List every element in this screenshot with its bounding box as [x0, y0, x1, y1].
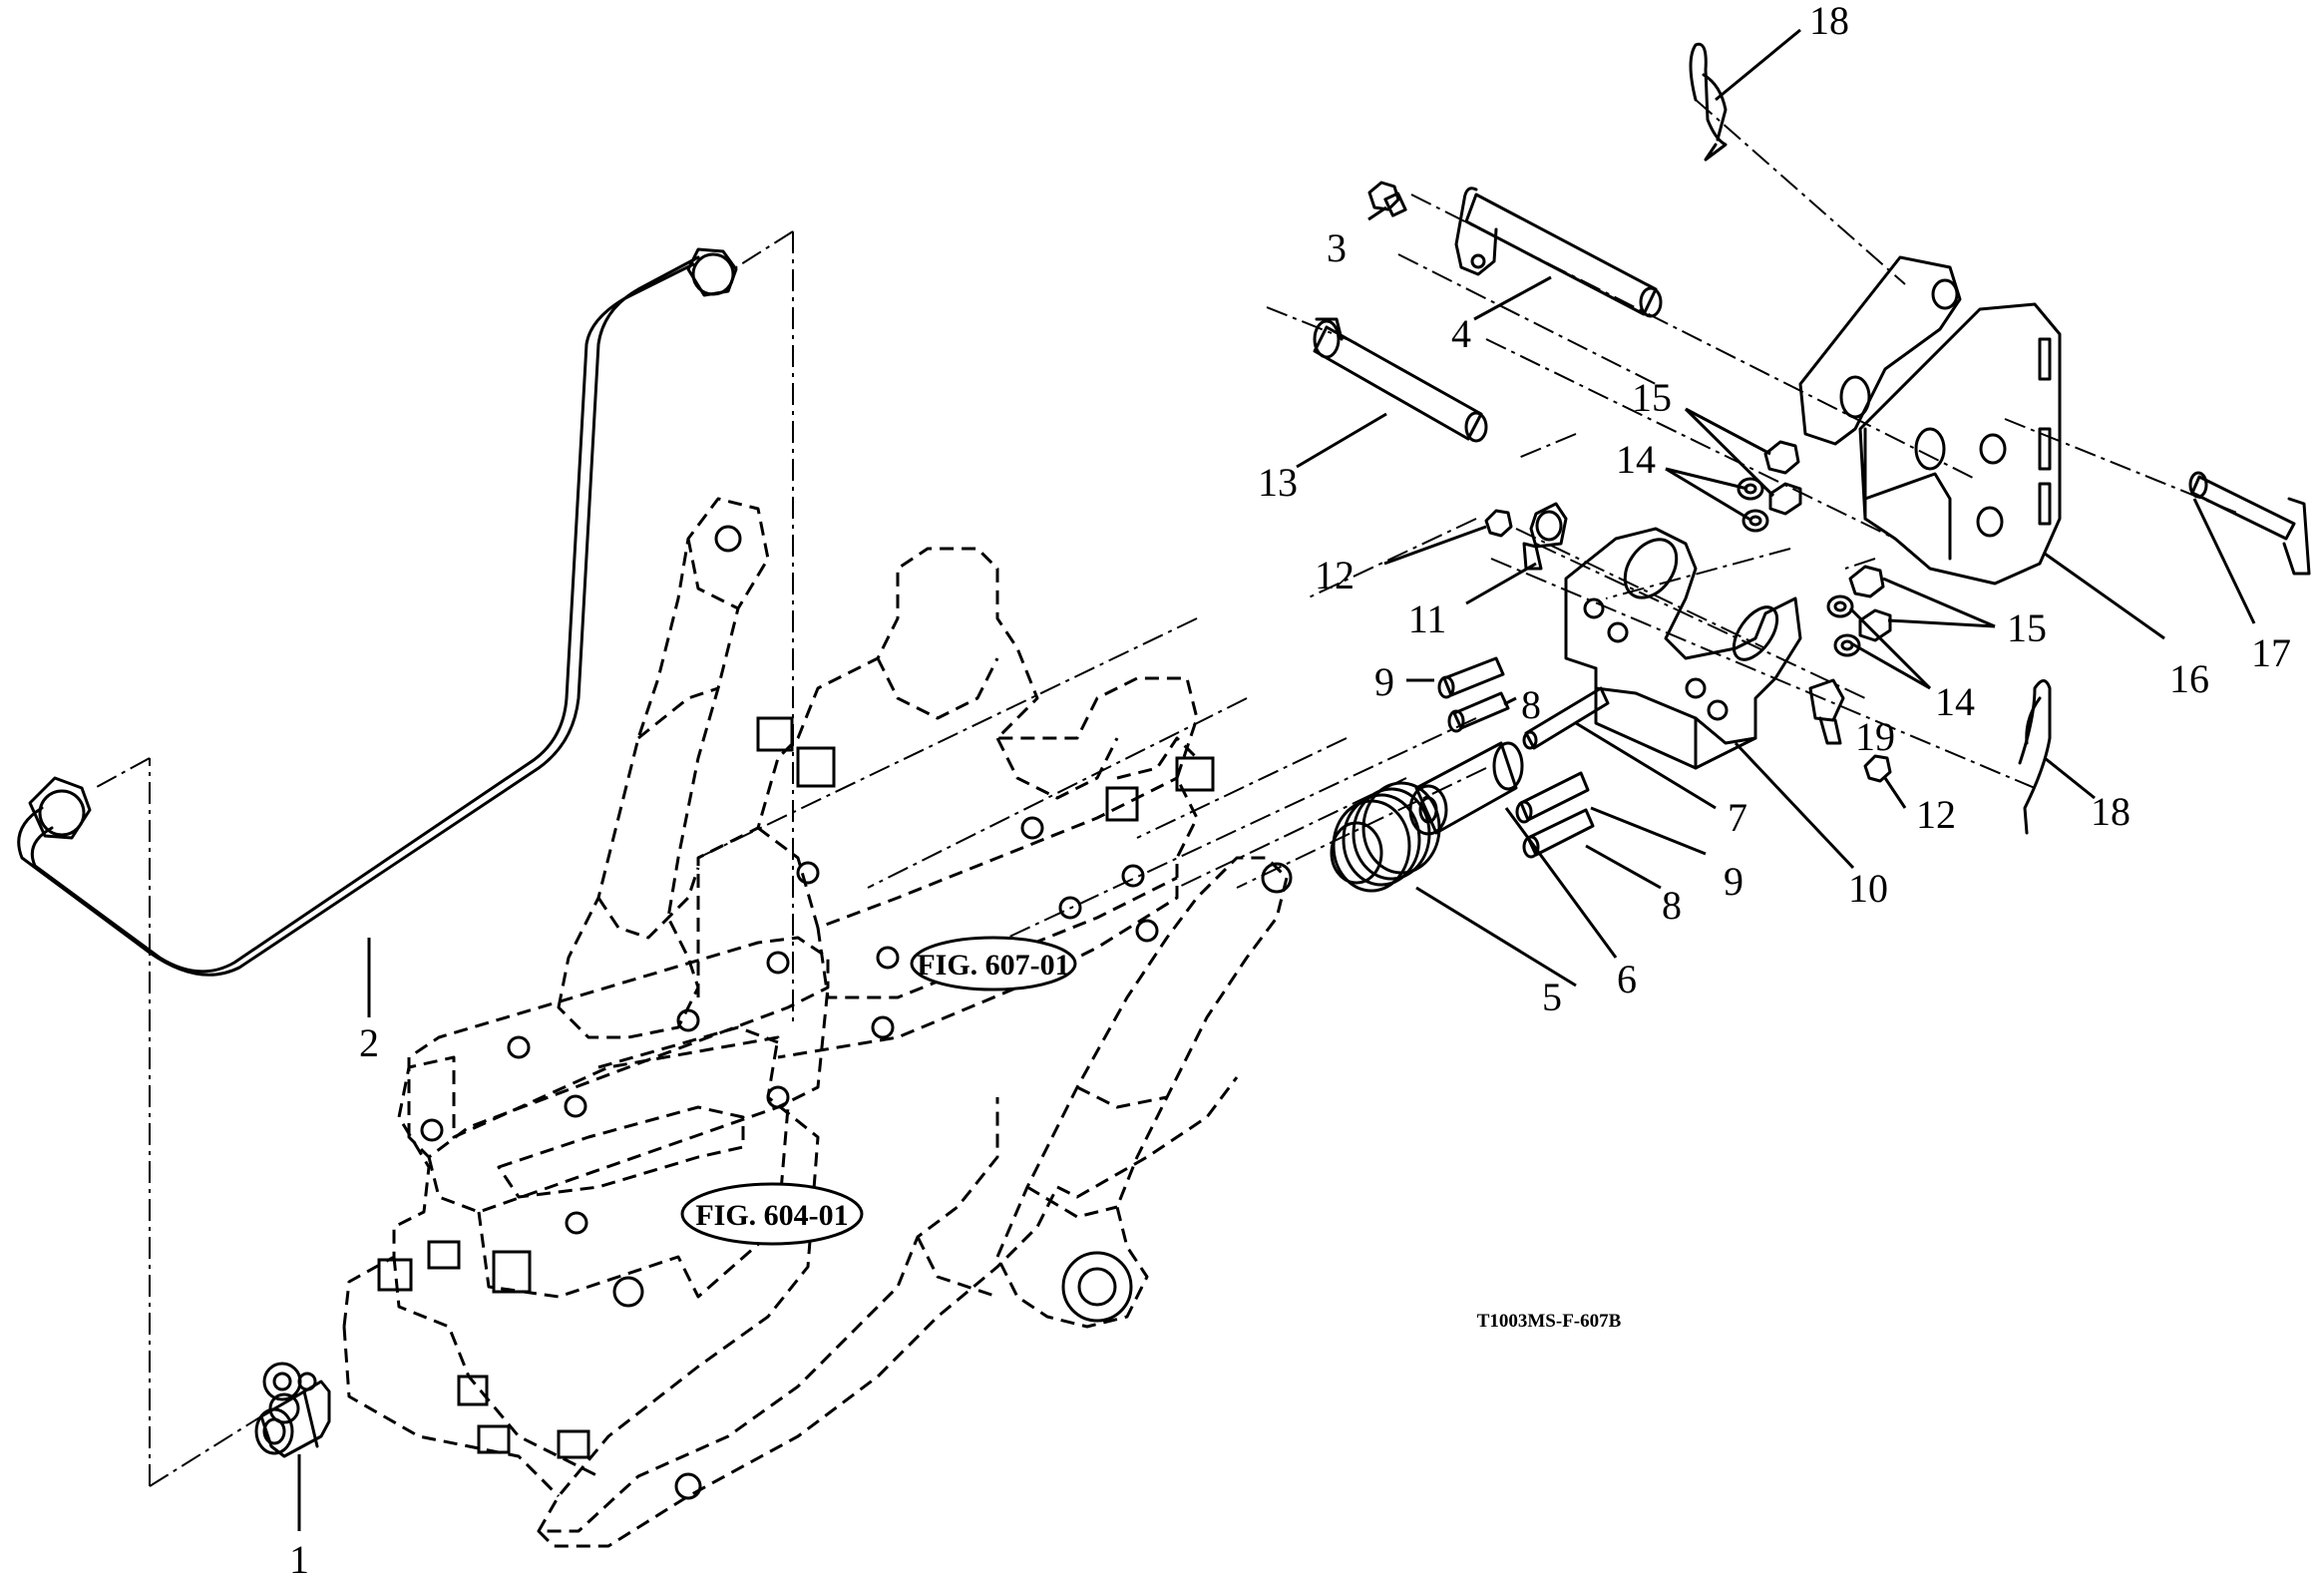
callout-3: 3 [1327, 225, 1347, 270]
callout-14-upper: 14 [1616, 437, 1656, 482]
callout-leader-lines [297, 28, 2256, 1531]
callout-14-lower: 14 [1935, 679, 1975, 724]
callout-17: 17 [2251, 630, 2291, 675]
assembly-centerlines [94, 99, 2240, 1487]
part-3-bolt [1367, 181, 1407, 217]
callout-15-upper: 15 [1632, 375, 1672, 420]
part-19-clip [1808, 678, 1845, 745]
part-8-bushing-lower [1522, 808, 1595, 859]
reference-fig-607-01-label: FIG. 607-01 [917, 949, 1069, 982]
callout-1: 1 [289, 1537, 309, 1580]
callout-8-upper: 8 [1521, 682, 1541, 727]
callout-15-lower: 15 [2007, 605, 2047, 650]
callout-18-upper: 18 [1809, 0, 1849, 43]
callout-19: 19 [1855, 714, 1895, 759]
part-18-r-clip-upper [1689, 42, 1728, 162]
part-4-pin [1454, 187, 1663, 318]
part-14-15-washers-nuts-lower [1826, 565, 1892, 657]
callout-12-left: 12 [1315, 553, 1355, 597]
callout-8-lower: 8 [1662, 883, 1682, 928]
part-1-union-fitting [254, 1380, 331, 1458]
callout-9-upper: 9 [1374, 659, 1394, 704]
callout-numbers: 1 2 3 4 5 6 7 8 8 9 9 10 11 12 12 13 14 … [289, 0, 2291, 1580]
callout-9-lower: 9 [1724, 859, 1743, 904]
callout-10: 10 [1848, 866, 1888, 911]
callout-5: 5 [1542, 975, 1562, 1019]
reference-fig-604-01[interactable]: FIG. 604-01 [680, 1182, 864, 1246]
callout-18-lower: 18 [2091, 789, 2130, 834]
part-12-nut-right [1863, 754, 1892, 783]
reference-fig-607-01[interactable]: FIG. 607-01 [910, 936, 1077, 991]
callout-11: 11 [1408, 596, 1447, 641]
reference-fig-604-01-label: FIG. 604-01 [695, 1199, 848, 1232]
callout-4: 4 [1451, 311, 1471, 356]
part-8-bushing-upper [1447, 691, 1510, 733]
phantom-housing-bolts [262, 525, 1293, 1500]
callout-6: 6 [1617, 957, 1637, 1001]
part-13-pin [1313, 317, 1488, 443]
part-18-r-clip-lower [2018, 679, 2052, 835]
part-16-hitch-plate [1798, 255, 2062, 586]
part-2-hydraulic-pipe [17, 247, 738, 977]
callout-12-right: 12 [1916, 792, 1956, 837]
part-6-sleeve [1408, 741, 1524, 836]
part-10-bracket [1564, 527, 1802, 770]
figure-code: T1003MS-F-607B [1477, 1311, 1622, 1332]
part-9-bushing-upper [1437, 656, 1505, 699]
part-9-bushing-lower [1515, 771, 1590, 824]
part-17-pin [2188, 471, 2311, 576]
callout-7: 7 [1728, 795, 1747, 840]
callout-16: 16 [2169, 656, 2209, 701]
part-11-clip [1522, 502, 1568, 571]
part-12-nut-left [1484, 509, 1513, 538]
part-7-rod [1522, 686, 1610, 750]
callout-13: 13 [1258, 460, 1298, 505]
phantom-housing-assembly [342, 497, 1289, 1548]
callout-2: 2 [359, 1020, 379, 1065]
